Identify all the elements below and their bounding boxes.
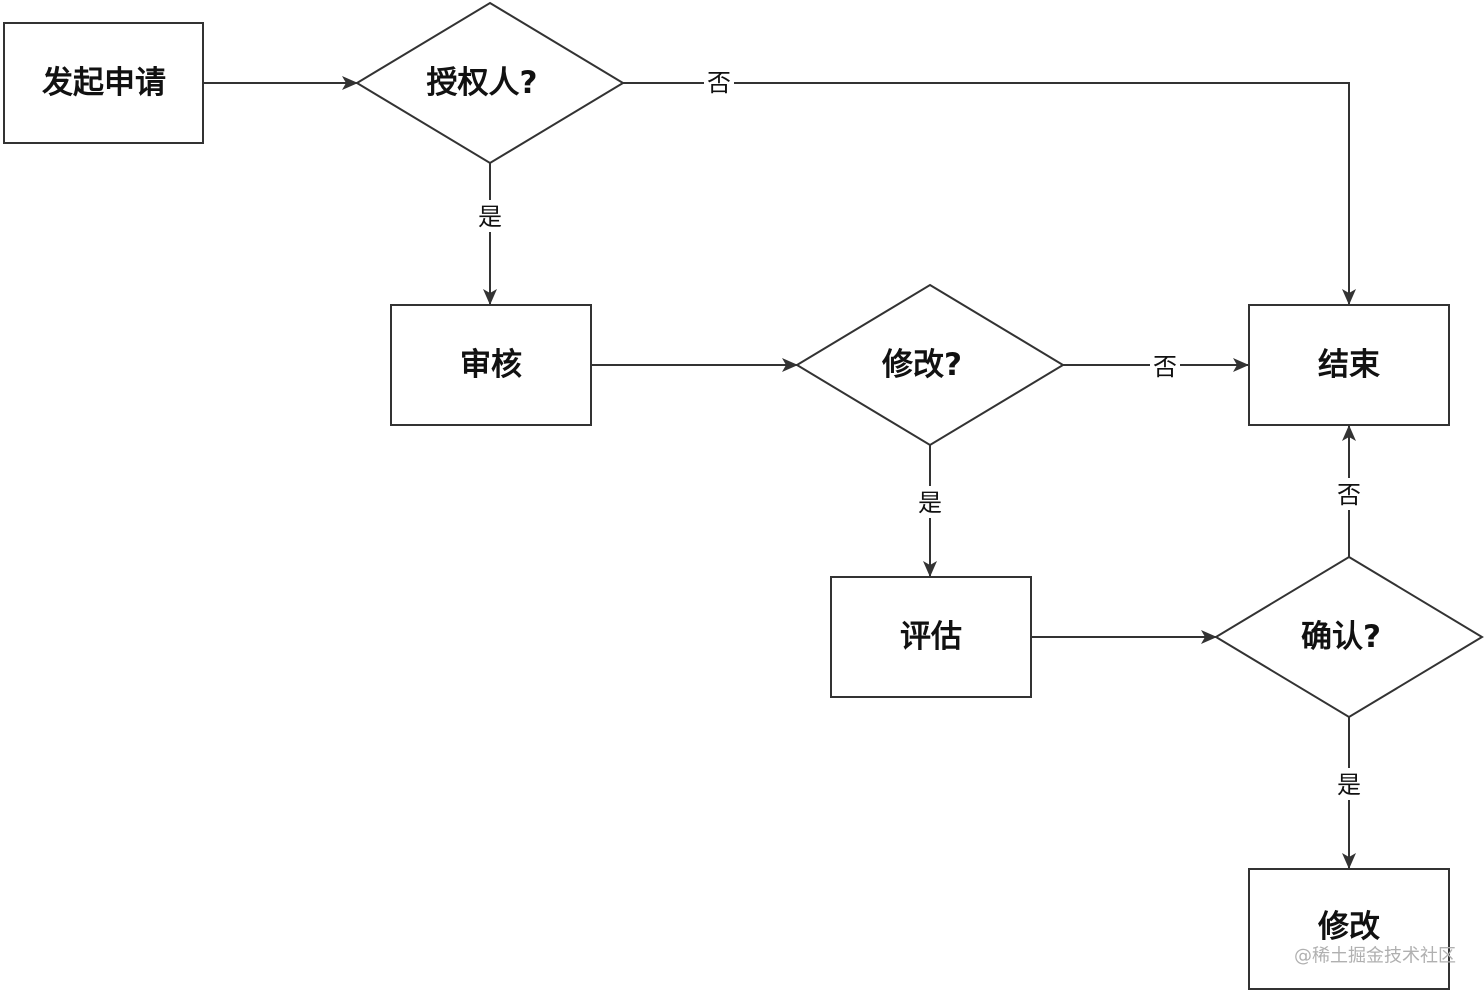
- node-modify-label: 修改: [1317, 909, 1380, 945]
- node-confirm-q-label: 确认?: [1301, 619, 1381, 655]
- edge-label-modify-yes: 是: [918, 489, 942, 517]
- node-modify-q: 修改?: [795, 283, 1065, 447]
- node-evaluate-label: 评估: [900, 619, 962, 655]
- node-authorized: 授权人?: [355, 1, 625, 165]
- edge-label-authorized-no: 否: [707, 69, 731, 97]
- node-end: 结束: [1248, 304, 1450, 426]
- edge-label-authorized-yes: 是: [478, 203, 502, 231]
- watermark-text: @稀土掘金技术社区: [1294, 946, 1456, 967]
- node-authorized-label: 授权人?: [427, 65, 538, 101]
- edge-label-confirm-no: 否: [1337, 481, 1361, 509]
- node-modify: 修改: [1248, 868, 1450, 990]
- node-start: 发起申请: [3, 22, 204, 144]
- node-modify-q-label: 修改?: [881, 347, 962, 383]
- edges: [203, 76, 1356, 869]
- edge-authorized-no-to-end: [623, 82, 1356, 305]
- node-end-label: 结束: [1318, 347, 1380, 383]
- node-review: 审核: [390, 304, 592, 426]
- nodes: 发起申请 授权人? 审核 修改? 结束 评估 确认? 修改: [3, 1, 1484, 990]
- node-evaluate: 评估: [830, 576, 1032, 698]
- node-start-label: 发起申请: [41, 65, 166, 101]
- node-review-label: 审核: [460, 347, 522, 383]
- node-confirm-q: 确认?: [1214, 555, 1484, 719]
- edge-label-confirm-yes: 是: [1337, 771, 1361, 799]
- edge-label-modify-no: 否: [1153, 353, 1177, 381]
- edge-labels: 否 是 否 是 否 是: [475, 66, 1364, 800]
